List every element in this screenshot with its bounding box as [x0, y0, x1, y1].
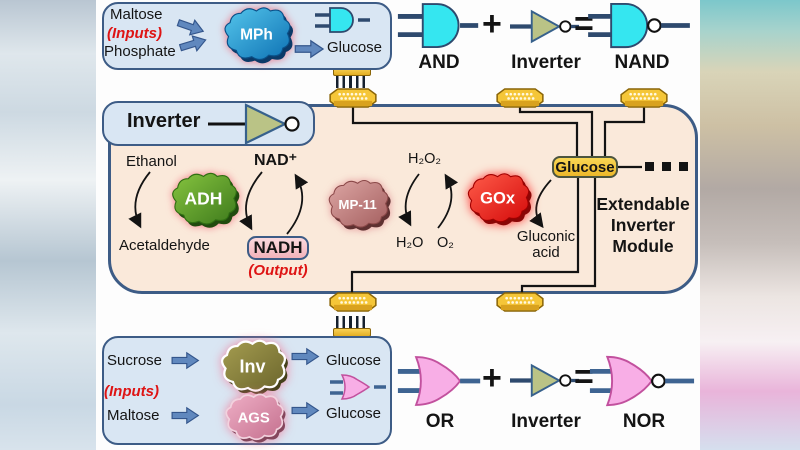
top-glucose-label: Glucose [327, 39, 383, 56]
product-arrow-icon [294, 40, 324, 58]
ellipsis-dot-icon [645, 162, 654, 171]
peroxide-label: H₂O₂ [408, 151, 442, 167]
connector-socket-icon [496, 292, 544, 312]
ags-enzyme-blob: AGS [225, 393, 286, 443]
ellipsis-dot-icon [679, 162, 688, 171]
ags-label: AGS [238, 411, 270, 427]
mp11-enzyme-blob: MP-11 [328, 179, 391, 231]
nand-gate-label: NAND [614, 52, 670, 73]
product-arrow-icon [291, 402, 319, 419]
plus-sign: + [482, 359, 502, 397]
sucrose-input-label: Sucrose [107, 352, 163, 369]
bottom-inputs-label: (Inputs) [104, 383, 159, 400]
nadh-box: NADH [247, 236, 309, 260]
gluconic-acid-label: Gluconic acid [516, 228, 576, 261]
output-label: (Output) [248, 262, 308, 279]
top-inputs-label: (Inputs) [107, 25, 162, 42]
inv-label: Inv [239, 356, 265, 376]
ethanol-label: Ethanol [126, 153, 177, 170]
and-gate-icon [397, 3, 479, 48]
nor-gate-icon [589, 355, 695, 407]
or-gate-small-icon [330, 374, 386, 400]
input-arrow-icon [171, 352, 199, 369]
phosphate-input-label: Phosphate [104, 43, 176, 60]
adh-label: ADH [185, 189, 223, 209]
connector-socket-icon [496, 88, 544, 108]
maltose2-input-label: Maltose [107, 407, 160, 424]
acetaldehyde-label: Acetaldehyde [119, 237, 210, 254]
nand-gate-icon [588, 2, 690, 49]
nad-label: NAD⁺ [254, 152, 298, 169]
or-gate-label: OR [425, 411, 455, 432]
connector-socket-icon [620, 88, 668, 108]
blurred-background-left [0, 0, 97, 450]
module-title: Extendable Inverter Module [596, 194, 690, 256]
inverter-gate-label: Inverter [511, 52, 581, 73]
connector-socket-icon [329, 292, 377, 312]
and-gate-label: AND [418, 52, 460, 73]
inverter-header-label: Inverter [127, 110, 201, 132]
inverter-gate-icon [510, 363, 580, 398]
mp11-label: MP-11 [338, 197, 377, 212]
inverter-gate-label: Inverter [511, 411, 581, 432]
ellipsis-dot-icon [662, 162, 671, 171]
input-arrow-icon [171, 407, 199, 424]
bottom-glucose1-label: Glucose [326, 352, 382, 369]
or-gate-icon [397, 356, 481, 406]
connector-socket-icon [329, 88, 377, 108]
oxygen-label: O₂ [437, 235, 454, 251]
mph-label: MPh [240, 27, 273, 44]
nor-gate-label: NOR [622, 411, 666, 432]
inv-enzyme-blob: Inv [220, 339, 288, 395]
inverter-gate-icon [208, 103, 300, 145]
mph-enzyme-blob: MPh [224, 7, 294, 64]
glucose-hub-box: Glucose [552, 156, 618, 178]
maltose-input-label: Maltose [110, 6, 163, 23]
gox-label: GOx [480, 188, 516, 207]
nadh-label: NADH [253, 238, 303, 257]
adh-enzyme-blob: ADH [172, 172, 240, 228]
water-label: H₂O [396, 235, 424, 251]
equals-sign: = [574, 358, 594, 396]
plus-sign: + [482, 5, 502, 43]
bottom-glucose2-label: Glucose [326, 405, 382, 422]
pin-header-pins-icon [336, 76, 369, 88]
glucose-hub-label: Glucose [555, 158, 615, 176]
and-gate-small-icon [315, 7, 370, 33]
blurred-background-right [700, 0, 800, 450]
inverter-gate-icon [510, 9, 580, 44]
product-arrow-icon [291, 348, 319, 365]
gox-enzyme-blob: GOx [467, 173, 532, 226]
pin-header-pins-icon [336, 316, 369, 328]
